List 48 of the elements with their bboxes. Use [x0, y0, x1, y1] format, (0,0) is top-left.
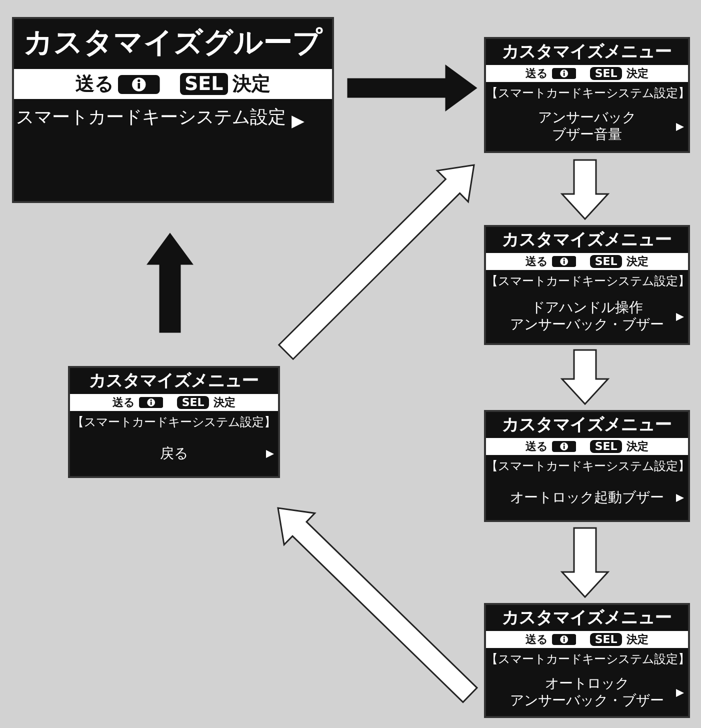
screen-title: カスタマイズメニュー: [88, 370, 260, 393]
sel-key: SEL: [590, 66, 622, 80]
screen-title: カスタマイズメニュー: [501, 41, 673, 64]
menu-item: ドアハンドル操作アンサーバック・ブザー: [510, 300, 664, 334]
menu-heading: 【スマートカードキーシステム設定】: [486, 651, 688, 668]
menu-item: アンサーバックブザー音量: [538, 110, 636, 144]
guide-text: 決定: [213, 395, 236, 410]
screen-title: カスタマイズメニュー: [501, 607, 673, 630]
screen-title: カスタマイズグループ: [22, 24, 324, 61]
screen-title: カスタマイズメニュー: [501, 229, 673, 252]
display-screen: [68, 366, 280, 478]
arrow: [277, 507, 478, 704]
display-screen: [484, 603, 690, 718]
menu-heading: 【スマートカードキーシステム設定】: [486, 85, 688, 102]
sel-key: SEL: [176, 396, 210, 410]
sel-key: SEL: [180, 72, 228, 96]
arrow: [560, 159, 610, 220]
menu-item: オートロック起動ブザー: [510, 489, 664, 507]
arrow: [146, 232, 194, 333]
menu-heading: 【スマートカードキーシステム設定】: [71, 414, 277, 431]
sel-key: SEL: [590, 440, 622, 454]
sel-key: SEL: [590, 632, 622, 646]
guide-text: 決定: [626, 439, 648, 454]
arrow: [560, 527, 610, 598]
arrow: [560, 349, 610, 406]
guide-text: 決定: [626, 632, 648, 647]
guide-text: 決定: [232, 72, 270, 97]
guide-text: 送る: [526, 254, 548, 269]
menu-item: オートロックアンサーバック・ブザー: [510, 676, 664, 710]
menu-item: 戻る: [160, 445, 188, 463]
menu-heading: 【スマートカードキーシステム設定】: [486, 273, 688, 290]
display-screen: [12, 17, 334, 203]
guide-text: 送る: [526, 66, 548, 81]
sel-key: SEL: [590, 254, 622, 268]
guide-text: 送る: [526, 439, 548, 454]
arrow: [278, 164, 475, 360]
menu-heading: 【スマートカードキーシステム設定】: [486, 458, 688, 475]
display-screen: [484, 410, 690, 522]
menu-item: スマートカードキーシステム設定: [16, 106, 286, 129]
guide-text: 決定: [626, 66, 648, 81]
guide-text: 送る: [112, 395, 135, 410]
guide-text: 送る: [76, 72, 114, 97]
display-screen: [484, 37, 690, 153]
display-screen: [484, 225, 690, 345]
guide-text: 送る: [526, 632, 548, 647]
guide-text: 決定: [626, 254, 648, 269]
screen-title: カスタマイズメニュー: [501, 414, 673, 437]
arrow: [347, 64, 478, 112]
